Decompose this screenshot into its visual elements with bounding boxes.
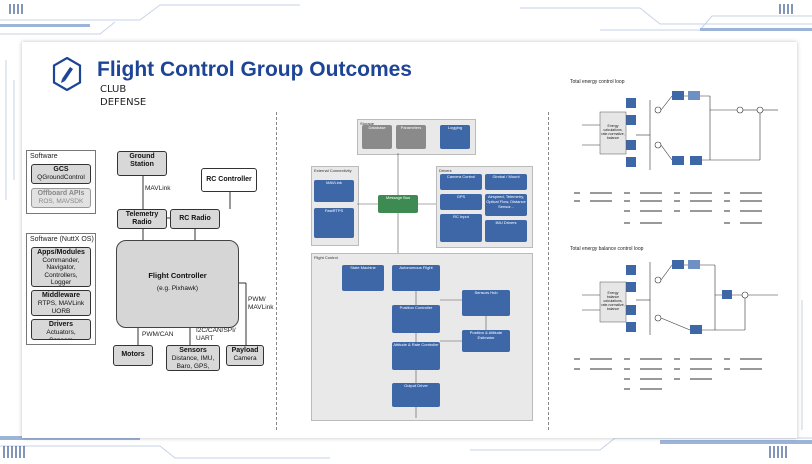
gps-box: GPS <box>440 194 482 210</box>
nuttx-panel-title: Software (NuttX OS) <box>30 236 94 243</box>
rc-input-box: RC Input <box>440 214 482 242</box>
fastrtps-box: FastRTPS <box>314 208 354 238</box>
offboard-sub: ROS, MAVSDK <box>38 198 84 205</box>
offboard-title: Offboard APIs <box>37 190 85 197</box>
telemetry-line-1: Telemetry <box>125 211 159 218</box>
flight-controller-box: Flight Controller (e.g. Pixhawk) <box>116 240 239 328</box>
flight-controller-sub: (e.g. Pixhawk) <box>156 285 199 292</box>
drivers-sub: Actuators, Sensors <box>46 329 76 339</box>
software-panel: Software GCS QGroundControl Offboard API… <box>26 150 96 214</box>
gcs-box: GCS QGroundControl <box>31 164 91 184</box>
motors-label: Motors <box>121 351 145 358</box>
middleware-box: Middleware RTPS, MAVLink UORB <box>31 290 91 316</box>
camera-control-box: Camera Control <box>440 174 482 190</box>
label-pwm-mavlink: MAVLink <box>248 304 274 311</box>
position-controller-box: Position Controller <box>392 305 440 333</box>
database-box: Database <box>362 125 392 149</box>
page-title: Flight Control Group Outcomes <box>97 58 412 81</box>
apps-modules-box: Apps/Modules Commander, Navigator, Contr… <box>31 247 91 287</box>
external-title: External Connectivity <box>314 168 352 173</box>
autonomous-flight-box: Autonomous Flight <box>392 265 440 291</box>
nuttx-panel: Software (NuttX OS) Apps/Modules Command… <box>26 233 96 345</box>
label-mavlink: MAVLink <box>145 185 171 192</box>
divider-left <box>276 112 277 430</box>
apps-line-2: Navigator, <box>46 264 76 272</box>
payload-sub: Camera <box>233 355 257 362</box>
energy-block-2: Energy balance calculations, rate-normal… <box>601 291 625 311</box>
sensors-line-2: Baro, GPS, Flow <box>176 363 210 370</box>
apps-line-1: Commander, <box>42 256 80 264</box>
ground-station-line-1: Ground <box>129 153 155 160</box>
apps-title: Apps/Modules <box>37 249 85 256</box>
offboard-apis-box: Offboard APIs ROS, MAVSDK <box>31 188 91 208</box>
sensors-hub-box: Sensors Hub <box>462 290 510 316</box>
ground-station-line-2: Station <box>130 161 154 168</box>
drivers-box: Drivers Actuators, Sensors <box>31 319 91 340</box>
output-driver-box: Output Driver <box>392 383 440 407</box>
telemetry-radio-box: Telemetry Radio <box>117 209 167 229</box>
rc-radio-box: RC Radio <box>170 209 220 229</box>
logging-box: Logging <box>440 125 470 149</box>
payload-box: Payload Camera <box>226 345 264 366</box>
sensors-title: Sensors <box>179 347 207 354</box>
club-logo-icon <box>52 57 82 91</box>
label-pwm-can: PWM/CAN <box>142 331 174 338</box>
subtitle-club: CLUB <box>100 84 127 95</box>
drivers-title: Drivers <box>48 321 74 328</box>
middleware-title: Middleware <box>41 292 81 299</box>
software-panel-title: Software <box>30 153 58 160</box>
parameters-box: Parameters <box>396 125 426 149</box>
motors-box: Motors <box>113 345 153 366</box>
label-pwm: PWM/ <box>248 296 266 303</box>
rc-controller-label: RC Controller <box>206 176 252 183</box>
subtitle-defense: DEFENSE <box>100 97 147 108</box>
middleware-line-2: UORB <box>51 308 71 315</box>
imu-drivers-box: IMU Drivers <box>485 220 527 242</box>
payload-title: Payload <box>231 347 259 354</box>
gcs-sub: QGroundControl <box>37 174 85 181</box>
label-i2c-1: I2C/CAN/SPI/ <box>196 327 236 334</box>
state-machine-box: State Machine <box>342 265 384 291</box>
apps-line-3: Controllers, Logger <box>44 271 78 287</box>
gimbal-mount-box: Gimbal / Mount <box>485 174 527 190</box>
mavlink-box: MAVLink <box>314 180 354 202</box>
attitude-rate-controller-box: Attitude & Rate Controller <box>392 342 440 370</box>
label-i2c-2: UART <box>196 335 214 342</box>
flight-control-title: Flight Control <box>314 255 338 260</box>
storage-title: Storage <box>360 121 375 126</box>
telemetry-line-2: Radio <box>132 219 152 226</box>
middleware-line-1: RTPS, MAVLink <box>37 300 85 307</box>
divider-right <box>548 112 549 430</box>
energy-balance-title: Total energy balance control loop <box>570 246 644 252</box>
rc-controller-box: RC Controller <box>201 168 257 192</box>
position-attitude-estimator-box: Position & Attitude Estimator <box>462 330 510 352</box>
energy-block-1: Energy calculations, rate-normalize, bal… <box>601 124 625 140</box>
total-energy-title: Total energy control loop <box>570 79 625 85</box>
drivers-group-title: Drivers <box>439 168 452 173</box>
sensors-line-1: Distance, IMU, <box>171 355 215 362</box>
gcs-title: GCS <box>53 166 69 173</box>
rc-radio-label: RC Radio <box>179 215 211 222</box>
sensors-box: Sensors Distance, IMU, Baro, GPS, Flow <box>166 345 220 371</box>
ground-station-box: Ground Station <box>117 151 167 176</box>
message-bus-box: Message Bus <box>378 195 418 213</box>
airspeed-box: Airspeed, Telemetry, Optical Flow, Dista… <box>485 194 527 216</box>
flight-controller-label: Flight Controller <box>148 271 207 280</box>
